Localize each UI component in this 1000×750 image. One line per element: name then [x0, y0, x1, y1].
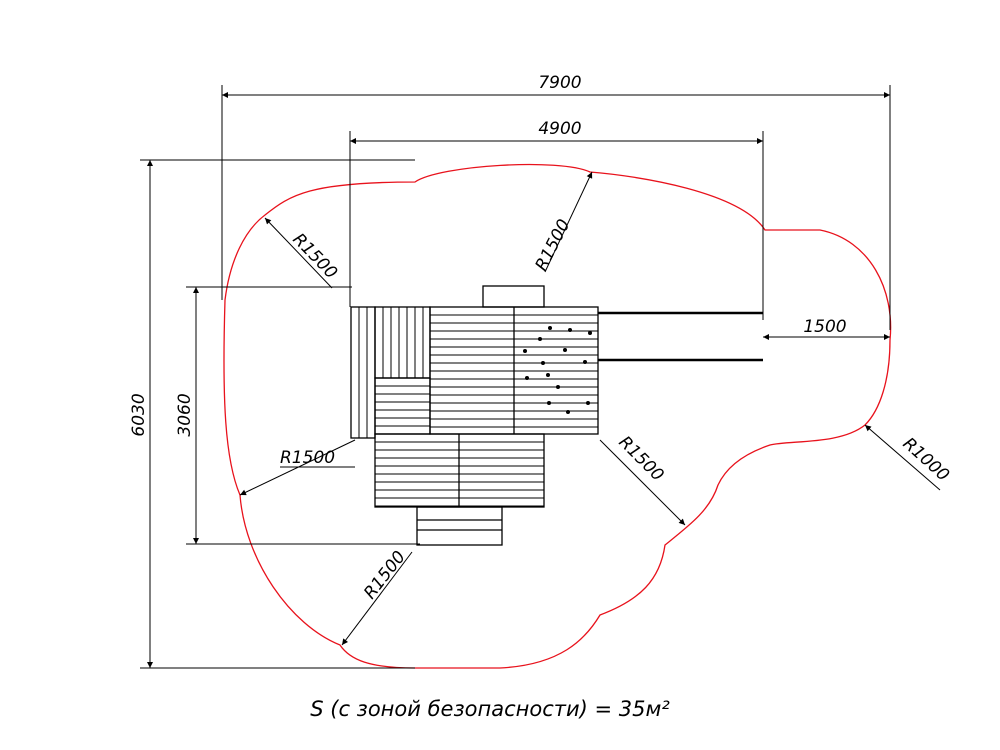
climbing-hold	[546, 373, 550, 377]
dimension-3060: 3060	[175, 286, 420, 545]
climbing-hold	[586, 401, 590, 405]
climbing-hold	[547, 401, 551, 405]
radius-left: R1500	[239, 439, 356, 496]
dimension-label: 4900	[538, 119, 581, 139]
dimension-label: 3060	[175, 393, 195, 436]
climbing-hold	[556, 385, 560, 389]
area-caption: S (с зоной безопасности) = 35м²	[310, 697, 670, 721]
radius-label: R1500	[288, 230, 341, 284]
dimension-label: 7900	[538, 73, 581, 93]
climbing-hold	[566, 410, 570, 414]
dimension-6030: 6030	[129, 159, 415, 669]
climbing-hold	[563, 348, 567, 352]
radius-far-right: R1000	[864, 424, 953, 491]
climbing-hold	[525, 376, 529, 380]
radius-label: R1500	[280, 448, 335, 468]
dimension-1500: 1500	[763, 317, 890, 340]
radius-right: R1500	[599, 432, 686, 526]
dimension-label: 6030	[129, 393, 149, 436]
radius-top-left: R1500	[264, 217, 341, 289]
climbing-hold	[588, 331, 592, 335]
radius-bottom: R1500	[341, 547, 413, 646]
radius-label: R1500	[532, 216, 575, 274]
climbing-hold	[568, 328, 572, 332]
play-structure	[350, 285, 763, 546]
radius-label: R1500	[614, 432, 667, 485]
climbing-hold	[523, 349, 527, 353]
radius-top: R1500	[532, 171, 593, 274]
climbing-hold	[548, 326, 552, 330]
dimension-label: 1500	[803, 317, 846, 337]
climbing-hold	[538, 337, 542, 341]
climbing-hold	[583, 360, 587, 364]
safety-zone-outline	[223, 163, 892, 669]
climbing-hold	[541, 361, 545, 365]
dimension-7900: 7900	[221, 73, 891, 330]
stairs	[416, 506, 503, 546]
radius-label: R1500	[360, 547, 410, 603]
bench	[482, 285, 545, 308]
tower-wall	[350, 306, 376, 439]
